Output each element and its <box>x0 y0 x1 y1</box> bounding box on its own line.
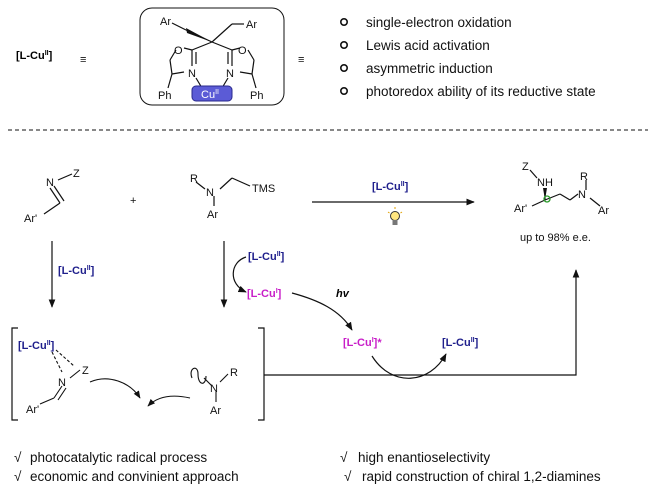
check-icon: √ <box>14 469 22 484</box>
conclusion-list: √ photocatalytic radical process √ econo… <box>14 450 601 484</box>
imine-ar: Ar' <box>24 213 37 225</box>
cu-ii-right-label: [L-CuII] <box>442 337 479 349</box>
product-n: N <box>578 189 586 201</box>
conclusion-item: economic and convinient approach <box>30 469 239 484</box>
radical-n: N <box>210 383 218 395</box>
ligand-o-right: O <box>238 45 247 57</box>
conclusion-item: rapid construction of chiral 1,2-diamine… <box>362 469 601 484</box>
ee-annotation: up to 98% e.e. <box>520 232 591 244</box>
copper-center-label: CuII <box>201 89 219 101</box>
ligand-ph-left: Ph <box>158 90 171 102</box>
light-bulb-icon <box>387 207 403 225</box>
bracket-left <box>11 327 18 421</box>
complex-n: N <box>58 377 66 389</box>
ligand-structure <box>167 22 257 89</box>
cu-cycle-curved-arrow <box>232 256 247 293</box>
product-formation-arrow <box>264 269 580 376</box>
ligand-o-left: O <box>174 45 183 57</box>
complex-z: Z <box>82 365 89 377</box>
complex-catalyst-label: [L-CuII] <box>18 340 55 352</box>
product-ar: Ar <box>598 205 609 217</box>
radical-structure <box>190 367 229 402</box>
amine-r: R <box>190 173 198 185</box>
bracket-right <box>258 327 265 421</box>
plus-sign: + <box>130 195 136 207</box>
ligand-ph-right: Ph <box>250 90 263 102</box>
catalyst-mid-label: [L-CuII] <box>248 251 285 263</box>
coupling-arrow-right <box>89 378 141 399</box>
imine-structure <box>43 173 73 215</box>
ligand-ar-right: Ar <box>246 19 257 31</box>
imine-n: N <box>46 177 54 189</box>
ligand-n-left: N <box>188 68 196 80</box>
product-z: Z <box>522 161 529 173</box>
feature-list: single-electron oxidation Lewis acid act… <box>339 15 596 99</box>
imine-z: Z <box>73 168 80 180</box>
hv-label: hv <box>336 288 350 300</box>
complex-structure <box>39 349 81 405</box>
equiv-symbol-left: ≡ <box>80 54 86 66</box>
wedge-bond-left <box>186 28 212 42</box>
cu-i-excited-label: [L-CuI]* <box>343 337 382 349</box>
check-icon: √ <box>344 469 352 484</box>
complex-ar: Ar' <box>26 404 39 416</box>
bullet-icon <box>339 17 348 26</box>
product-nh: NH <box>537 177 553 189</box>
radical-ar: Ar <box>210 405 221 417</box>
cu-i-label: [L-CuI] <box>247 288 282 300</box>
amine-structure <box>195 177 251 206</box>
copper-center-box <box>191 85 233 102</box>
ligand-n-right: N <box>226 68 234 80</box>
product-r: R <box>580 171 588 183</box>
bullet-icon <box>339 40 348 49</box>
ligand-ar-left: Ar <box>160 16 171 28</box>
amine-ar: Ar <box>207 209 218 221</box>
bullet-icon <box>339 87 348 96</box>
check-icon: √ <box>14 450 22 465</box>
feature-item: photoredox ability of its reductive stat… <box>366 84 596 99</box>
product-ar-prime: Ar' <box>514 203 527 215</box>
feature-item: asymmetric induction <box>366 61 493 76</box>
radical-r: R <box>230 367 238 379</box>
product-wedge-bond <box>543 188 547 200</box>
ligand-box <box>139 7 285 106</box>
check-icon: √ <box>340 450 348 465</box>
conclusion-item: high enantioselectivity <box>358 450 490 465</box>
catalyst-label: [L-CuII] <box>16 50 53 62</box>
bullet-icon <box>339 64 348 73</box>
catalyst-left-label: [L-CuII] <box>58 265 95 277</box>
catalyst-top-label: [L-CuII] <box>372 181 409 193</box>
conclusion-item: photocatalytic radical process <box>30 450 207 465</box>
feature-item: Lewis acid activation <box>366 38 490 53</box>
electron-transfer-arrow <box>371 353 447 379</box>
hv-arrow <box>291 292 353 331</box>
amine-tms: TMS <box>252 183 275 195</box>
stereocenter-marker <box>543 195 551 203</box>
coupling-arrow-left <box>147 395 191 407</box>
equiv-symbol-right: ≡ <box>298 54 304 66</box>
feature-item: single-electron oxidation <box>366 15 512 30</box>
amine-n: N <box>206 187 214 199</box>
